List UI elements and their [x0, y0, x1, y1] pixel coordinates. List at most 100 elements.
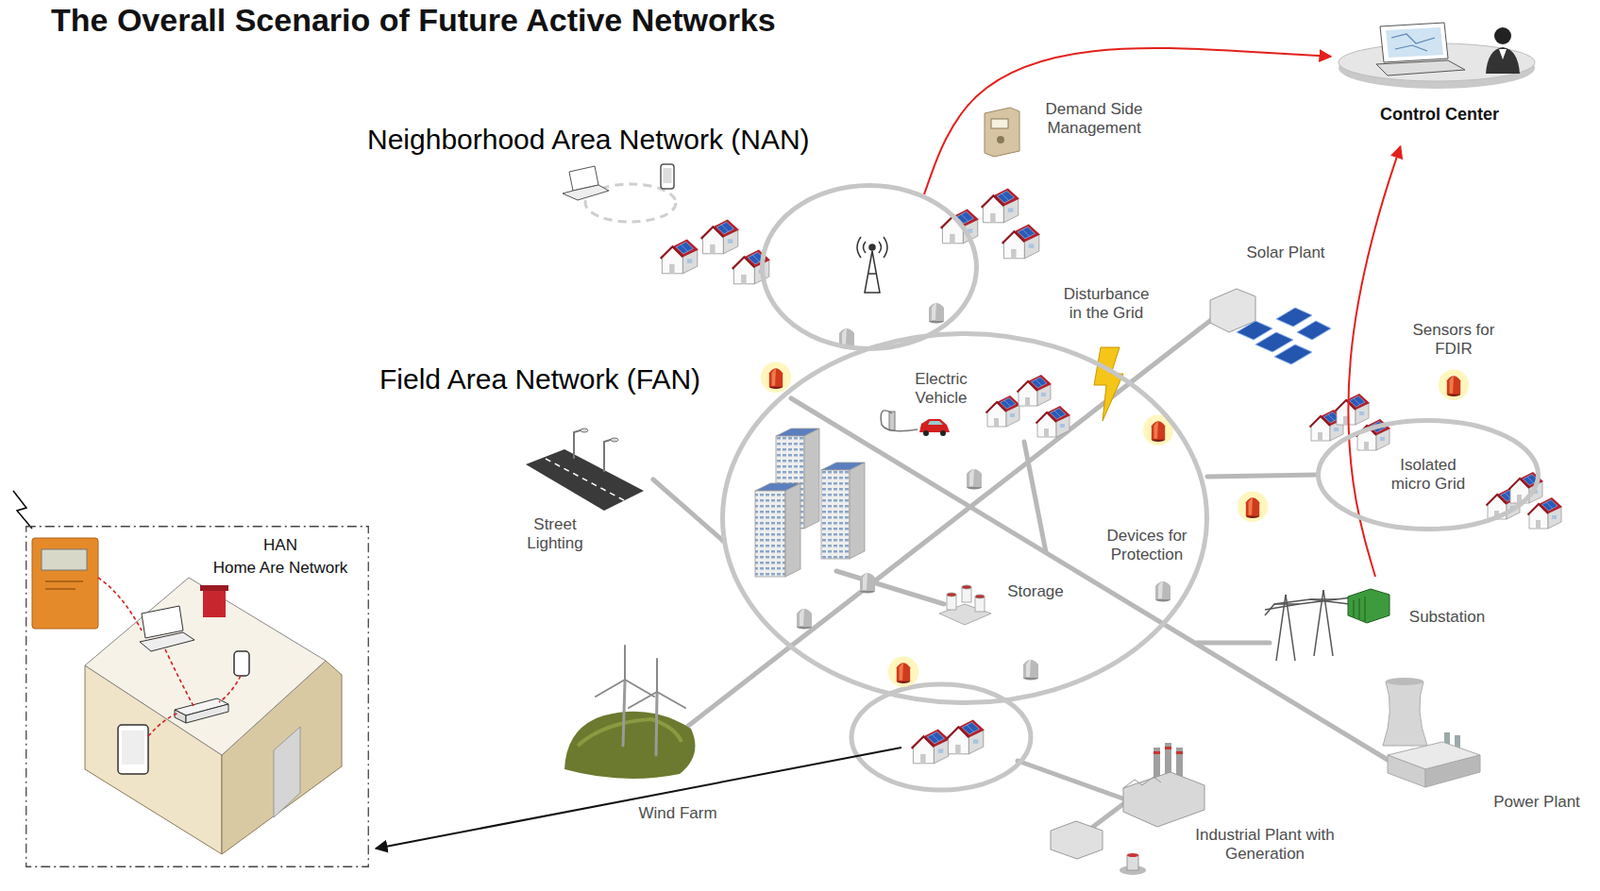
control-center-icon-part	[1380, 22, 1449, 63]
mobile-devices-part	[660, 164, 674, 189]
grid-lines-part	[1207, 474, 1318, 477]
label-slot: Wind Farm	[638, 804, 717, 824]
control-center-icon-part	[1376, 60, 1466, 76]
storage-icon	[939, 585, 992, 625]
industrial-plant-part	[1153, 751, 1161, 755]
text-slot: HAN	[263, 536, 298, 556]
house-icons-part	[946, 720, 985, 755]
grid-lines	[653, 313, 1388, 833]
label-slot: Storage	[1007, 582, 1064, 602]
street-lighting	[525, 428, 644, 511]
home-illustration-part	[200, 585, 229, 591]
industrial-plant-part	[1123, 772, 1205, 827]
wind-farm-part-part	[624, 679, 655, 697]
node-label: HAN	[263, 536, 298, 556]
wind-farm-part-part	[656, 693, 657, 756]
label-slot: Demand Side Management	[1032, 100, 1156, 137]
ring-outline	[762, 185, 977, 350]
control-center-icon-part	[1485, 47, 1520, 74]
wind-farm-part	[577, 719, 682, 746]
home-illustration-part	[45, 588, 76, 590]
home-illustration-part	[141, 606, 184, 639]
node-outline	[25, 525, 370, 868]
sensor-icons-part	[928, 303, 944, 324]
substation-icon-part-part	[1364, 596, 1366, 622]
antenna-tower-part	[878, 241, 882, 253]
demand-meter-part	[996, 135, 1005, 144]
sensor-icons-part	[966, 469, 982, 490]
text-slot: Home Are Network	[213, 558, 349, 578]
callout-label: Wind Farm	[638, 804, 717, 824]
grid-lines-part	[653, 479, 724, 541]
node-outline	[1330, 14, 1549, 147]
office-buildings-part	[755, 490, 786, 577]
label-slot: Sensors for FDIR	[1404, 320, 1503, 358]
callout-label: Power Plant	[1493, 792, 1581, 812]
house-icons-part	[981, 188, 1020, 223]
wind-farm-part-part	[628, 691, 657, 708]
sensor-icons-part	[1155, 581, 1171, 603]
control-center: Control Center	[1330, 14, 1549, 147]
dashed-border	[26, 526, 370, 868]
mobile-devices-part	[562, 185, 609, 201]
substation-icon	[1264, 589, 1390, 661]
house-icons-part	[911, 729, 950, 764]
callout-label: Devices for Protection	[1094, 526, 1200, 564]
house-icons	[660, 188, 1563, 764]
substation-icon-part	[1353, 596, 1365, 622]
ring-outline	[1318, 421, 1539, 530]
callout-label: Storage	[1007, 582, 1064, 602]
industrial-plant-part	[1176, 751, 1183, 755]
office-buildings-part	[821, 470, 850, 559]
wind-farm-part	[564, 711, 695, 779]
power-plant	[1382, 677, 1481, 788]
power-plant-part	[1385, 677, 1424, 686]
node-label: Substation	[1409, 607, 1485, 627]
house-icons-part	[701, 219, 740, 254]
grid-lines-part	[1017, 760, 1129, 801]
office-buildings	[755, 428, 865, 577]
home-illustration-part	[234, 651, 250, 676]
node-label: Home Are Network	[213, 558, 349, 578]
home-area-box: HANHome Are Network	[25, 525, 370, 868]
label-slot: Street Lighting	[517, 515, 593, 553]
antenna-tower	[857, 236, 888, 293]
demand-meter-part	[991, 118, 1009, 129]
text-slot: Substation	[1409, 607, 1485, 627]
electric-vehicle-part	[919, 419, 950, 433]
home-illustration-part-part	[218, 675, 241, 703]
antenna-tower-part	[864, 251, 880, 293]
antenna-tower-part	[857, 236, 861, 258]
control-center-icon	[1338, 22, 1535, 89]
alarm-beacons-part	[1438, 370, 1469, 401]
house-icons-part	[1335, 393, 1371, 425]
home-illustration-part	[117, 724, 149, 775]
wind-farm	[564, 645, 695, 779]
text-slot: Isolated micro Grid	[1384, 455, 1472, 493]
home-illustration-part	[32, 538, 99, 629]
control-center-icon-part	[1498, 49, 1507, 60]
ring-outline	[723, 334, 1208, 704]
substation-icon-part-part	[1359, 598, 1361, 620]
sensor-icons-part	[796, 608, 812, 630]
storage-icon-part	[975, 594, 985, 599]
grid-lines-part	[683, 313, 1220, 730]
callout-label: Sensors for FDIR	[1404, 320, 1503, 358]
signal-arrow	[1347, 146, 1400, 577]
solar-plant	[1210, 288, 1331, 365]
node-label: Control Center	[1380, 104, 1499, 125]
callout-label: Disturbance in the Grid	[1057, 285, 1156, 322]
substation-icon-part	[1264, 589, 1360, 661]
street-lighting-part	[604, 438, 614, 472]
office-buildings-part	[785, 483, 801, 577]
text-slot: Control Center	[1380, 104, 1499, 125]
home-illustration-part	[41, 549, 87, 571]
grid-lines-part	[836, 571, 944, 605]
solar-plant-part-part	[1276, 307, 1313, 327]
callout-label: Electric Vehicle	[903, 370, 979, 407]
control-center-icon-part	[1385, 27, 1444, 58]
home-illustration-part	[13, 490, 33, 529]
electric-vehicle-part	[880, 410, 918, 432]
label-slot: Solar Plant	[1246, 243, 1325, 263]
